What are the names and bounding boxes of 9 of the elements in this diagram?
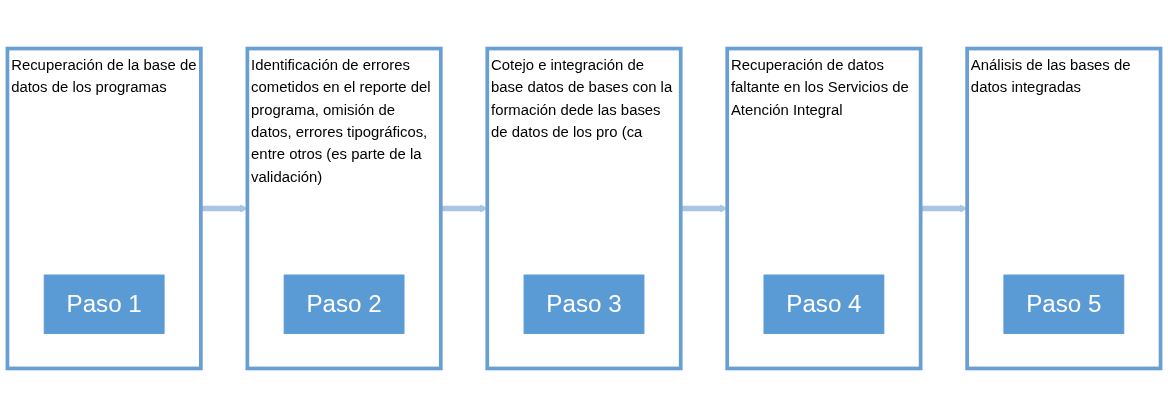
node-box: Paso 2 xyxy=(283,274,405,335)
node-box: Paso 4 xyxy=(763,274,885,335)
node-box: Paso 3 xyxy=(523,274,645,335)
arrow xyxy=(200,204,248,213)
node-box: Paso 1 xyxy=(43,274,165,335)
arrow xyxy=(680,204,728,213)
arrow xyxy=(440,204,488,213)
arrow xyxy=(920,204,968,213)
node-box: Paso 5 xyxy=(1003,274,1125,335)
